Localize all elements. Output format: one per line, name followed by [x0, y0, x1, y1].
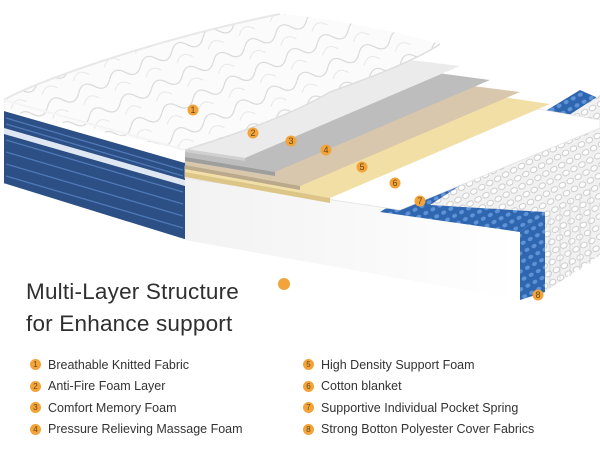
number-badge: 8	[303, 423, 314, 435]
svg-text:5: 5	[359, 162, 364, 172]
legend-label: Strong Botton Polyester Cover Fabrics	[321, 422, 535, 437]
svg-text:3: 3	[288, 136, 293, 146]
legend-label: Supportive Individual Pocket Spring	[321, 400, 519, 415]
layer-marker-8: 8	[532, 289, 544, 301]
legend-item: 1 Breathable Knitted Fabric	[30, 354, 243, 376]
page-title: Multi-Layer Structure for Enhance suppor…	[26, 276, 239, 340]
number-badge: 6	[303, 380, 314, 392]
number-badge: 5	[303, 359, 314, 371]
svg-text:6: 6	[392, 178, 397, 188]
legend-label: Breathable Knitted Fabric	[48, 357, 190, 372]
number-badge: 1	[30, 359, 41, 371]
number-badge: 7	[303, 402, 314, 414]
layer-marker-4: 4	[320, 144, 332, 156]
title-line-1: Multi-Layer Structure	[26, 279, 240, 304]
layer-marker-3: 3	[285, 135, 297, 147]
title-line-2: for Enhance support	[26, 311, 233, 336]
svg-text:8: 8	[535, 290, 540, 300]
layer-legend: 1 Breathable Knitted Fabric 2 Anti-Fire …	[30, 354, 590, 444]
legend-item: 5 High Density Support Foam	[303, 354, 534, 376]
legend-item: 4 Pressure Relieving Massage Foam	[30, 419, 243, 441]
legend-column-right: 5 High Density Support Foam 6 Cotton bla…	[303, 354, 534, 440]
svg-text:1: 1	[190, 105, 195, 115]
layer-marker-6: 6	[389, 177, 401, 189]
legend-item: 3 Comfort Memory Foam	[30, 397, 243, 419]
legend-label: Pressure Relieving Massage Foam	[48, 422, 243, 437]
mattress-side-panel	[3, 109, 186, 241]
legend-label: Anti-Fire Foam Layer	[48, 379, 166, 394]
svg-text:7: 7	[417, 196, 422, 206]
layer-marker-7: 7	[414, 195, 426, 207]
legend-label: Cotton blanket	[321, 379, 402, 394]
legend-item: 6 Cotton blanket	[303, 376, 534, 398]
number-badge: 3	[30, 402, 41, 414]
accent-dot	[278, 278, 290, 290]
legend-item: 7 Supportive Individual Pocket Spring	[303, 397, 534, 419]
svg-text:4: 4	[323, 145, 328, 155]
layer-marker-5: 5	[356, 161, 368, 173]
number-badge: 2	[30, 380, 41, 392]
legend-item: 2 Anti-Fire Foam Layer	[30, 376, 243, 398]
layer-marker-2: 2	[247, 127, 259, 139]
layer-marker-1: 1	[187, 104, 199, 116]
top-knitted-fabric	[3, 13, 441, 151]
legend-label: High Density Support Foam	[321, 357, 475, 372]
legend-column-left: 1 Breathable Knitted Fabric 2 Anti-Fire …	[30, 354, 243, 440]
legend-item: 8 Strong Botton Polyester Cover Fabrics	[303, 419, 534, 441]
number-badge: 4	[30, 423, 41, 435]
svg-text:2: 2	[250, 128, 255, 138]
legend-label: Comfort Memory Foam	[48, 400, 177, 415]
